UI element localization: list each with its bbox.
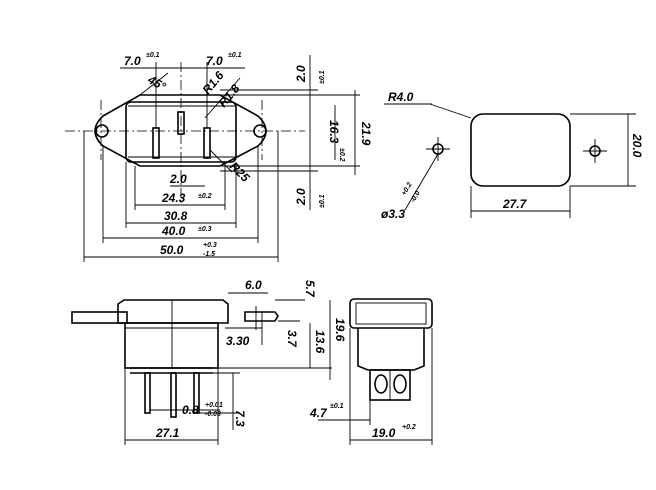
pin-right (203, 127, 211, 159)
rear-top (349, 298, 433, 329)
dim-overall-width-tol-plus: +0.3 (203, 242, 217, 249)
dim-overall-width: 50.0 (160, 243, 184, 257)
cutout-hole-right (583, 139, 607, 163)
dim-pin-gap: 2.0 (169, 172, 187, 186)
dim-pin-thickness: 0.8 (182, 403, 199, 417)
dim-hole-dia: ø3.3 (381, 207, 405, 221)
side-latch (244, 311, 279, 322)
dim-overall-width-tol-minus: -1.5 (203, 251, 215, 258)
side-pin-1 (144, 372, 151, 414)
dim-cutout-width: 27.7 (502, 197, 528, 211)
dim-pin-span-tol: ±0.2 (338, 148, 345, 162)
side-pin-2 (170, 372, 177, 418)
dim-hole-tol-minus: -0.0 (410, 190, 422, 204)
pin-center (177, 111, 185, 135)
cutout-outline (470, 113, 571, 187)
dim-rear-width-tol: +0.2 (402, 424, 416, 431)
side-flange (117, 299, 229, 324)
dim-slot-width: 24.3 (161, 191, 186, 205)
rear-terminal-left (374, 374, 388, 394)
side-body (124, 322, 219, 369)
dim-height: 21.9 (359, 121, 373, 146)
dim-depth: 27.1 (155, 426, 180, 440)
cutout-view: R4.0 ø3.3 +0.2 -0.0 27.7 20.0 (381, 90, 644, 221)
dim-pin-span: 16.3 (327, 120, 341, 144)
rear-view: 4.7 ±0.1 19.0 +0.2 (309, 298, 433, 445)
dim-pitch-right: 7.0 (206, 54, 223, 68)
dim-pin-thickness-tol-plus: +0.01 (205, 402, 223, 409)
dim-cutout-height: 20.0 (630, 133, 644, 158)
dim-hole-tol-plus: +0.2 (401, 181, 414, 197)
dim-pitch-left-tol: ±0.1 (146, 52, 160, 59)
mount-hole-right (253, 124, 267, 138)
dim-terminal-offset: 4.7 (309, 406, 328, 420)
dim-inner-width: 40.0 (161, 224, 186, 238)
dim-rear-width: 19.0 (372, 426, 396, 440)
mount-hole-left (95, 124, 109, 138)
dim-terminal-offset-tol: ±0.1 (330, 403, 344, 410)
dim-inner-width-tol: ±0.3 (198, 226, 212, 233)
dim-total-height: 19.6 (333, 318, 347, 342)
front-view: 7.0 ±0.1 7.0 ±0.1 45° R1.6 R1.8 R25 2.0 … (65, 52, 373, 262)
rear-terminal-right (393, 374, 407, 394)
dim-body-height: 13.6 (313, 330, 327, 354)
dim-pitch-right-tol: ±0.1 (228, 52, 242, 59)
rear-body (357, 328, 425, 371)
dim-latch: 3.30 (226, 334, 250, 348)
side-view: 6.0 5.7 3.30 3.7 13.6 19.6 0.8 +0.01 -0.… (71, 278, 347, 445)
dim-pitch-left: 7.0 (124, 54, 141, 68)
dim-top-offset: 2.0 (294, 65, 308, 83)
dim-bottom-offset-tol: ±0.1 (319, 194, 326, 208)
dim-pin-length: 7.3 (233, 410, 247, 427)
dim-top-height: 5.7 (303, 280, 317, 298)
dim-body-width: 30.8 (164, 209, 188, 223)
dim-latch-depth: 3.7 (285, 330, 299, 348)
dim-r25: R25 (227, 159, 253, 185)
dim-top-offset-tol: ±0.1 (319, 70, 326, 84)
pin-left (152, 127, 160, 159)
dim-slot-width-tol: ±0.2 (198, 193, 212, 200)
dim-bottom-offset: 2.0 (294, 188, 308, 206)
cutout-hole-left (426, 137, 450, 161)
dim-flange: 6.0 (245, 278, 262, 292)
dim-corner-radius: R4.0 (388, 90, 414, 104)
side-pin-3 (193, 372, 200, 414)
dim-pin-thickness-tol-minus: -0.03 (205, 411, 221, 418)
